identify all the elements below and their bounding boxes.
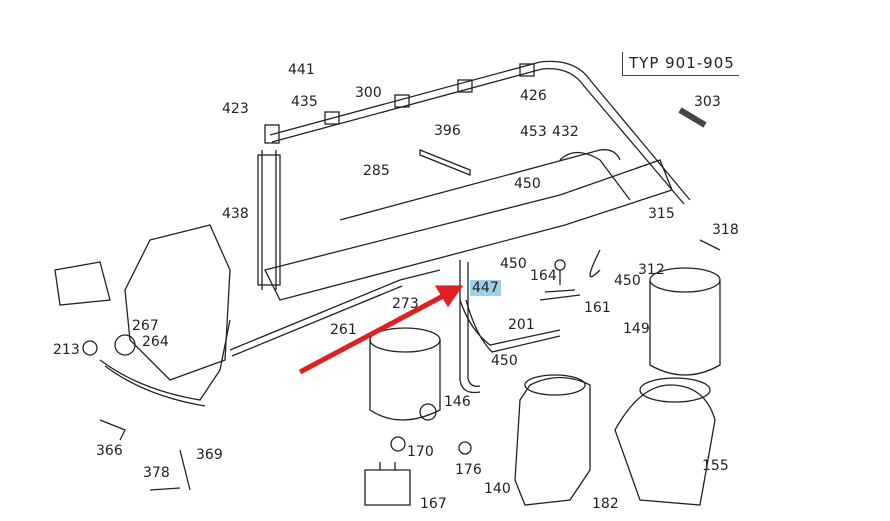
part-label: 453 — [520, 124, 547, 140]
part-label: 300 — [355, 85, 382, 101]
fuel-filter-left — [369, 327, 441, 421]
part-label: 213 — [53, 342, 80, 358]
filter-bracket-right — [614, 377, 716, 506]
part-label: 146 — [444, 394, 471, 410]
part-label: 438 — [222, 206, 249, 222]
part-label: 378 — [143, 465, 170, 481]
part-label: 176 — [455, 462, 482, 478]
part-label: 441 — [288, 62, 315, 78]
part-label: 170 — [407, 444, 434, 460]
small-parts — [99, 107, 721, 506]
high-pressure-pump — [54, 224, 231, 381]
part-label: 450 — [614, 273, 641, 289]
part-label: 140 — [484, 481, 511, 497]
part-label: 267 — [132, 318, 159, 334]
part-label: 396 — [434, 123, 461, 139]
part-label: 423 — [222, 101, 249, 117]
part-label: 264 — [142, 334, 169, 350]
part-label: 164 — [530, 268, 557, 284]
highlighted-part-label: 447 — [470, 280, 501, 296]
fuel-rail — [264, 149, 673, 301]
part-label: 161 — [584, 300, 611, 316]
part-label: 149 — [623, 321, 650, 337]
part-label: 426 — [520, 88, 547, 104]
part-label: 450 — [491, 353, 518, 369]
injector-rail — [264, 60, 691, 205]
part-label: 261 — [330, 322, 357, 338]
part-label: 450 — [500, 256, 527, 272]
part-label: 318 — [712, 222, 739, 238]
type-label-box: TYP 901-905 — [622, 52, 739, 76]
part-label: 167 — [420, 496, 447, 512]
return-lines — [99, 260, 581, 407]
part-label: 435 — [291, 94, 318, 110]
part-label: 273 — [392, 296, 419, 312]
part-label: 303 — [694, 94, 721, 110]
part-label: 312 — [638, 262, 665, 278]
filter-bracket-center — [514, 374, 591, 506]
part-label: 369 — [196, 447, 223, 463]
part-label: 432 — [552, 124, 579, 140]
part-label: 450 — [514, 176, 541, 192]
part-label: 285 — [363, 163, 390, 179]
part-label: 201 — [508, 317, 535, 333]
part-label: 155 — [702, 458, 729, 474]
part-label: 315 — [648, 206, 675, 222]
part-label: 182 — [592, 496, 619, 512]
fuel-filter-right — [649, 267, 721, 376]
part-label: 366 — [96, 443, 123, 459]
red-arrow — [298, 285, 464, 375]
